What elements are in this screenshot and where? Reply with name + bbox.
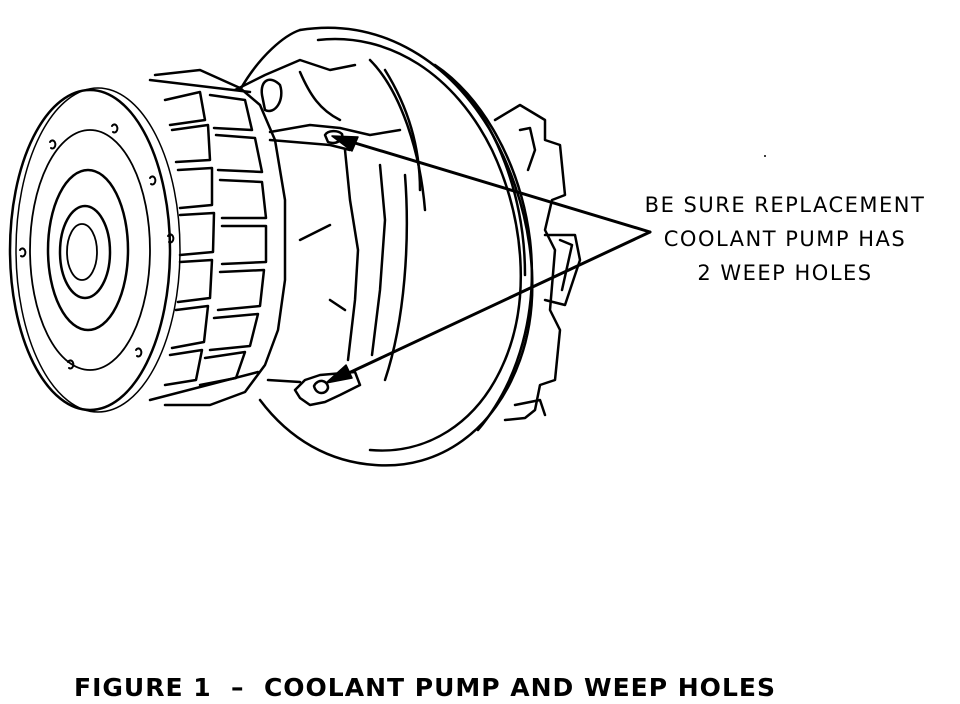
- bolt-holes: [19, 123, 175, 370]
- pump-hub-face: [8, 87, 181, 413]
- arrowheads: [325, 135, 359, 384]
- pump-body: [233, 58, 402, 407]
- callout-arrows: [336, 138, 652, 380]
- pump-housing-rear: [493, 103, 582, 422]
- figure-caption: FIGURE 1 – COOLANT PUMP AND WEEP HOLES: [74, 673, 776, 702]
- belt-pulley: [148, 68, 287, 407]
- callout-text-line-3: 2 WEEP HOLES: [697, 261, 873, 285]
- callout-text-line-2: COOLANT PUMP HAS: [663, 227, 907, 251]
- pump-flange: [238, 26, 534, 467]
- callout-text-line-1: BE SURE REPLACEMENT: [644, 193, 926, 217]
